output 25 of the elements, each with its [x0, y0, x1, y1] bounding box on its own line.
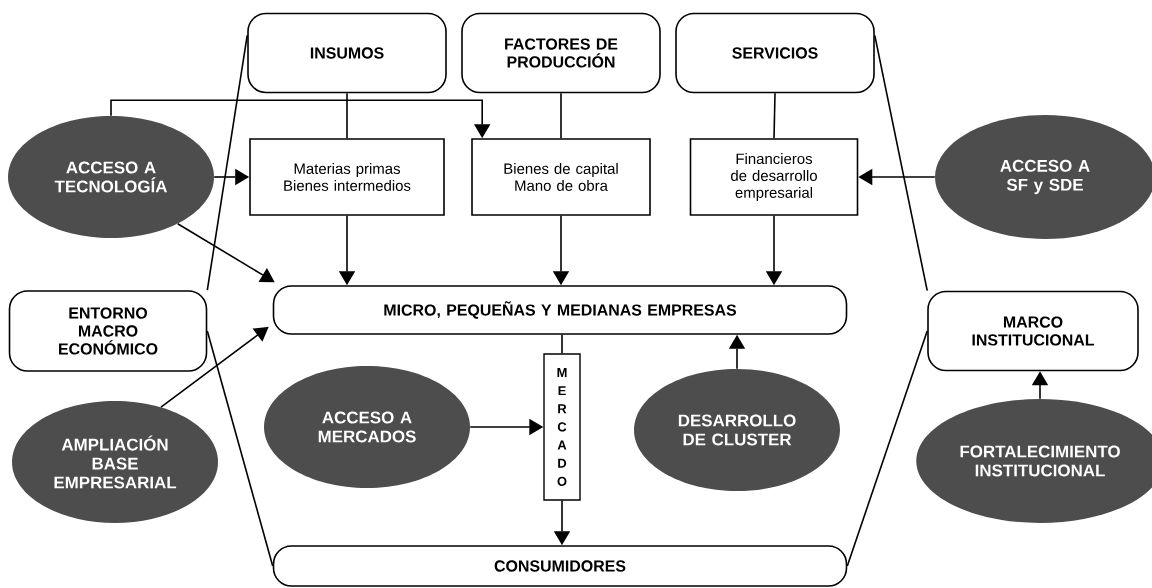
category-box: FACTORES DE PRODUCCIÓN — [461, 12, 661, 94]
item-box: Materias primas Bienes intermedios — [249, 138, 445, 216]
connector-line — [560, 92, 562, 139]
item-box: Financieros de desarrollo empresarial — [689, 138, 859, 216]
category-box: SERVICIOS — [675, 12, 875, 94]
market-box: MERCADO — [543, 353, 581, 501]
arrow — [176, 222, 275, 283]
rounded-box: MICRO, PEQUEÑAS Y MEDIANAS EMPRESAS — [272, 285, 848, 335]
category-box: ENTORNO MACRO ECONÓMICO — [8, 290, 208, 372]
oval-node: ACCESO A MERCADOS — [264, 366, 470, 488]
arrow — [160, 326, 269, 408]
connector-line — [874, 34, 928, 292]
connector-line — [346, 92, 348, 139]
item-box: Bienes de capital Mano de obra — [471, 138, 651, 216]
connector-line — [206, 34, 248, 291]
connector-line — [846, 330, 928, 567]
connector-line — [206, 330, 274, 567]
oval-node: DESARROLLO DE CLUSTER — [634, 369, 840, 491]
rounded-box: CONSUMIDORES — [272, 545, 848, 587]
connector-line — [561, 334, 563, 355]
oval-node: AMPLIACIÓN BASE EMPRESARIAL — [12, 401, 218, 523]
oval-node: ACCESO A TECNOLOGÍA — [8, 116, 214, 238]
category-box: MARCO INSTITUCIONAL — [927, 290, 1139, 372]
connector-line — [773, 92, 776, 139]
category-box: INSUMOS — [247, 12, 447, 94]
